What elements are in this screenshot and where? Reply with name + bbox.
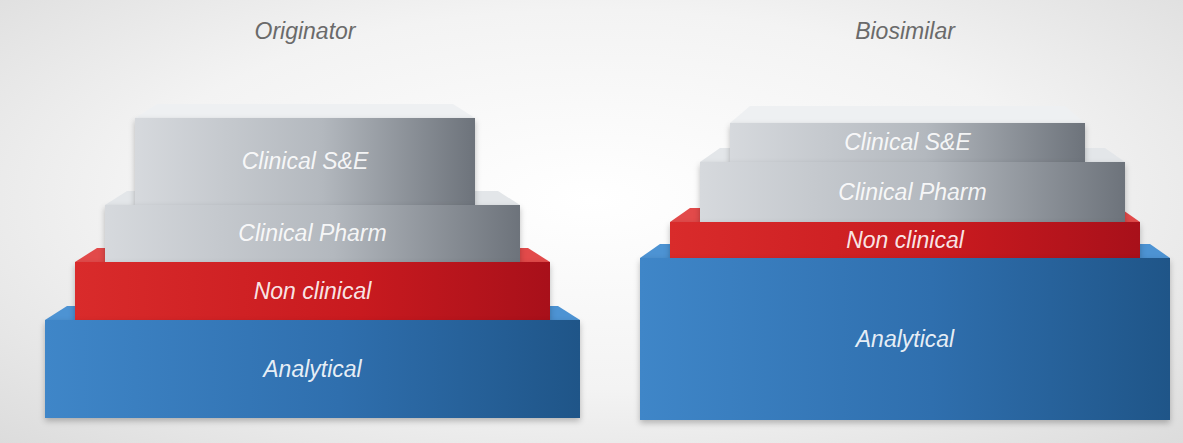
stack-layer: Non clinical bbox=[75, 262, 550, 320]
stack-heading: Originator bbox=[255, 18, 356, 45]
layer-label: Clinical S&E bbox=[844, 129, 971, 156]
layer-label: Analytical bbox=[263, 356, 361, 383]
stack-layer: Analytical bbox=[640, 258, 1170, 420]
stack-layer: Clinical S&E bbox=[730, 123, 1085, 162]
layer-label: Clinical Pharm bbox=[238, 220, 386, 247]
stack-layer: Clinical Pharm bbox=[105, 205, 520, 262]
stack-layer: Analytical bbox=[45, 320, 580, 418]
layer-label: Clinical Pharm bbox=[838, 179, 986, 206]
layer-label: Non clinical bbox=[846, 227, 964, 254]
slab-top bbox=[730, 106, 1085, 123]
layer-label: Analytical bbox=[856, 326, 954, 353]
stack-heading: Biosimilar bbox=[855, 18, 955, 45]
stack-layer: Clinical Pharm bbox=[700, 162, 1125, 222]
stack-layer: Non clinical bbox=[670, 222, 1140, 258]
layer-label: Clinical S&E bbox=[242, 148, 369, 175]
stack-layer: Clinical S&E bbox=[135, 118, 475, 205]
layer-label: Non clinical bbox=[254, 278, 372, 305]
slab-top bbox=[135, 104, 475, 118]
